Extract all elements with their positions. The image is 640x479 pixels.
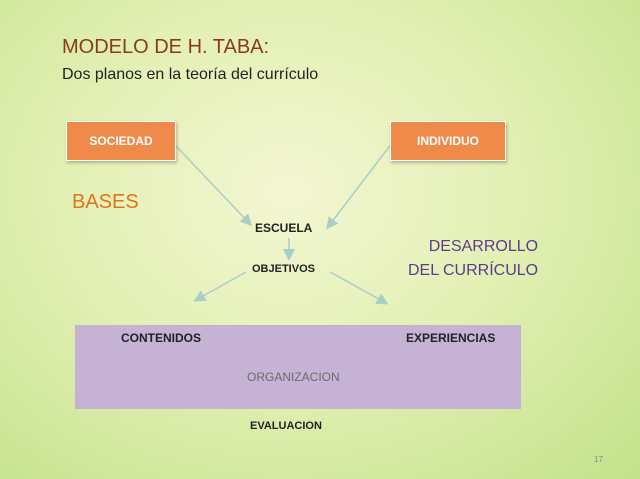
- slide-subtitle: Dos planos en la teoría del currículo: [62, 66, 319, 83]
- node-evaluacion: EVALUACION: [250, 420, 322, 432]
- connector-objetivos-contenidos: [193, 271, 247, 302]
- connector-objetivos-experiencias: [329, 271, 389, 305]
- node-individuo: INDIVIDUO: [390, 121, 506, 161]
- label-desarrollo: DESARROLLO DEL CURRÍCULO: [408, 235, 538, 283]
- connector-individuo-escuela: [326, 142, 393, 230]
- slide-number: 17: [594, 455, 603, 464]
- label-bases: BASES: [72, 191, 139, 213]
- connector-sociedad-escuela: [175, 145, 253, 227]
- node-objetivos: OBJETIVOS: [252, 263, 315, 275]
- node-organizacion: ORGANIZACION: [247, 370, 340, 384]
- label-desarrollo-line2: DEL CURRÍCULO: [408, 262, 539, 279]
- organizacion-panel: [75, 325, 521, 409]
- label-desarrollo-line1: DESARROLLO: [428, 238, 539, 255]
- node-sociedad: SOCIEDAD: [66, 121, 176, 161]
- slide-title: MODELO DE H. TABA:: [62, 36, 270, 58]
- node-experiencias: EXPERIENCIAS: [406, 331, 496, 345]
- node-escuela: ESCUELA: [255, 221, 313, 235]
- node-contenidos: CONTENIDOS: [121, 331, 202, 345]
